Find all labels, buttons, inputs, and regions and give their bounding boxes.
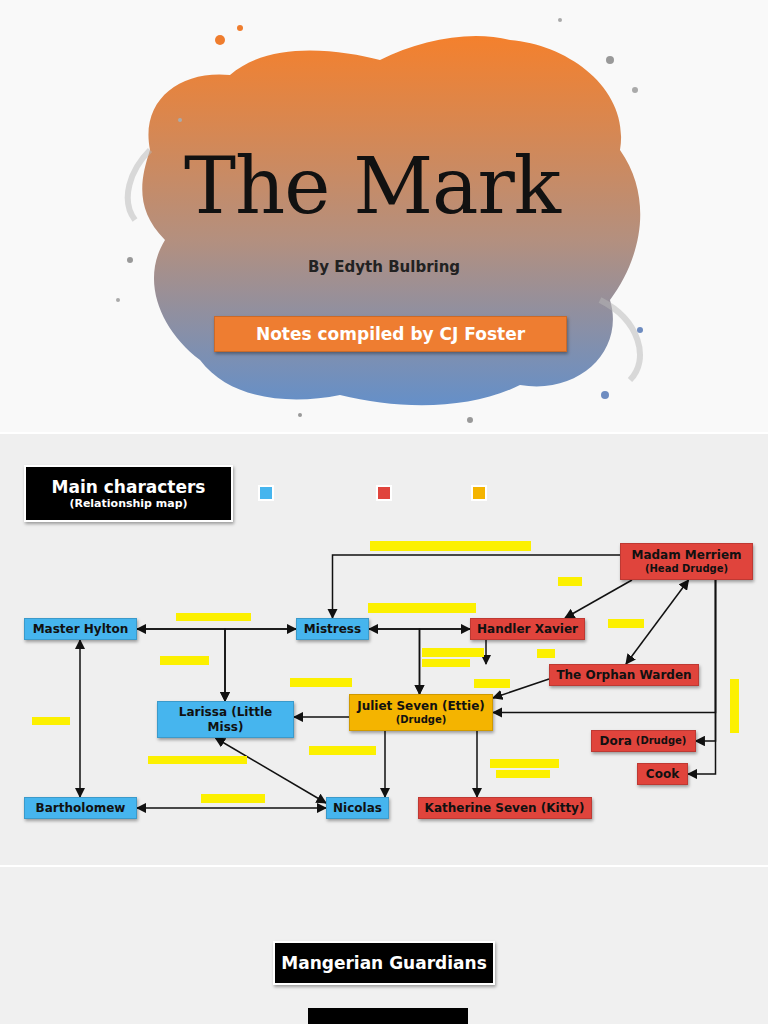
node-name: Katherine Seven (Kitty) [425, 801, 585, 815]
character-box: Mistress [296, 618, 369, 640]
node-name: Handler Xavier [477, 622, 578, 636]
node-name: Cook [646, 767, 679, 781]
heading-box: Mangerian Guardians [273, 941, 495, 985]
node-name: Mangerian Guardians [281, 953, 487, 973]
relation-arrow [420, 629, 471, 694]
node-name: Bartholomew [36, 801, 126, 815]
heading-box: Main characters(Relationship map) [24, 465, 233, 522]
node-subtitle: (Head Drudge) [645, 563, 728, 575]
credit-box: Notes compiled by CJ Foster [214, 316, 567, 352]
character-box: Handler Xavier [470, 618, 585, 640]
node-name: Juliet Seven (Ettie) [357, 699, 485, 713]
title: The Mark [150, 140, 594, 234]
node-name: Nicolas [333, 801, 382, 815]
relation-arrow [476, 731, 478, 797]
paint-splash [116, 18, 643, 423]
node-name: Notes compiled by CJ Foster [256, 324, 525, 344]
author-label: By Edyth Bulbring [234, 258, 534, 276]
guardians-section [0, 867, 768, 1024]
node-name: Madam Merriem [631, 548, 741, 562]
map-section [0, 434, 768, 865]
node-subtitle: (Relationship map) [69, 497, 187, 510]
node-subtitle: (Drudge) [396, 714, 447, 726]
cut-off-box [308, 1008, 468, 1024]
character-box: Juliet Seven (Ettie)(Drudge) [349, 694, 493, 731]
character-box: Katherine Seven (Kitty) [418, 797, 592, 819]
character-box: Bartholomew [24, 797, 137, 819]
character-box: Larissa (Little Miss) [157, 701, 294, 738]
relation-arrow [369, 629, 420, 694]
character-box: Madam Merriem(Head Drudge) [620, 543, 753, 580]
node-name: Master Hylton [33, 622, 129, 636]
character-box: Cook [637, 763, 688, 785]
relation-arrow [294, 716, 349, 718]
redacted-labels [32, 541, 739, 803]
node-name: Main characters [52, 477, 206, 497]
node-name: Mistress [304, 622, 361, 636]
top-section [0, 0, 768, 432]
relation-arrow [493, 580, 716, 713]
character-box: Nicolas [326, 797, 389, 819]
node-name: The Orphan Warden [556, 668, 691, 682]
node-subtitle: (Drudge) [636, 735, 687, 747]
relation-arrow [384, 731, 386, 797]
relation-arrow [333, 555, 621, 618]
character-box: Master Hylton [24, 618, 137, 640]
relation-arrow [485, 640, 487, 664]
character-box: Dora (Drudge) [591, 730, 696, 752]
relation-arrow [225, 629, 296, 701]
relation-arrow [137, 807, 326, 809]
node-name: Dora [600, 734, 632, 748]
relation-arrow [137, 629, 225, 701]
node-name: Larissa (Little Miss) [171, 705, 281, 734]
character-box: The Orphan Warden [549, 664, 699, 686]
legend-swatches [259, 486, 486, 500]
relation-arrow [696, 580, 716, 741]
relation-arrow [79, 640, 81, 797]
